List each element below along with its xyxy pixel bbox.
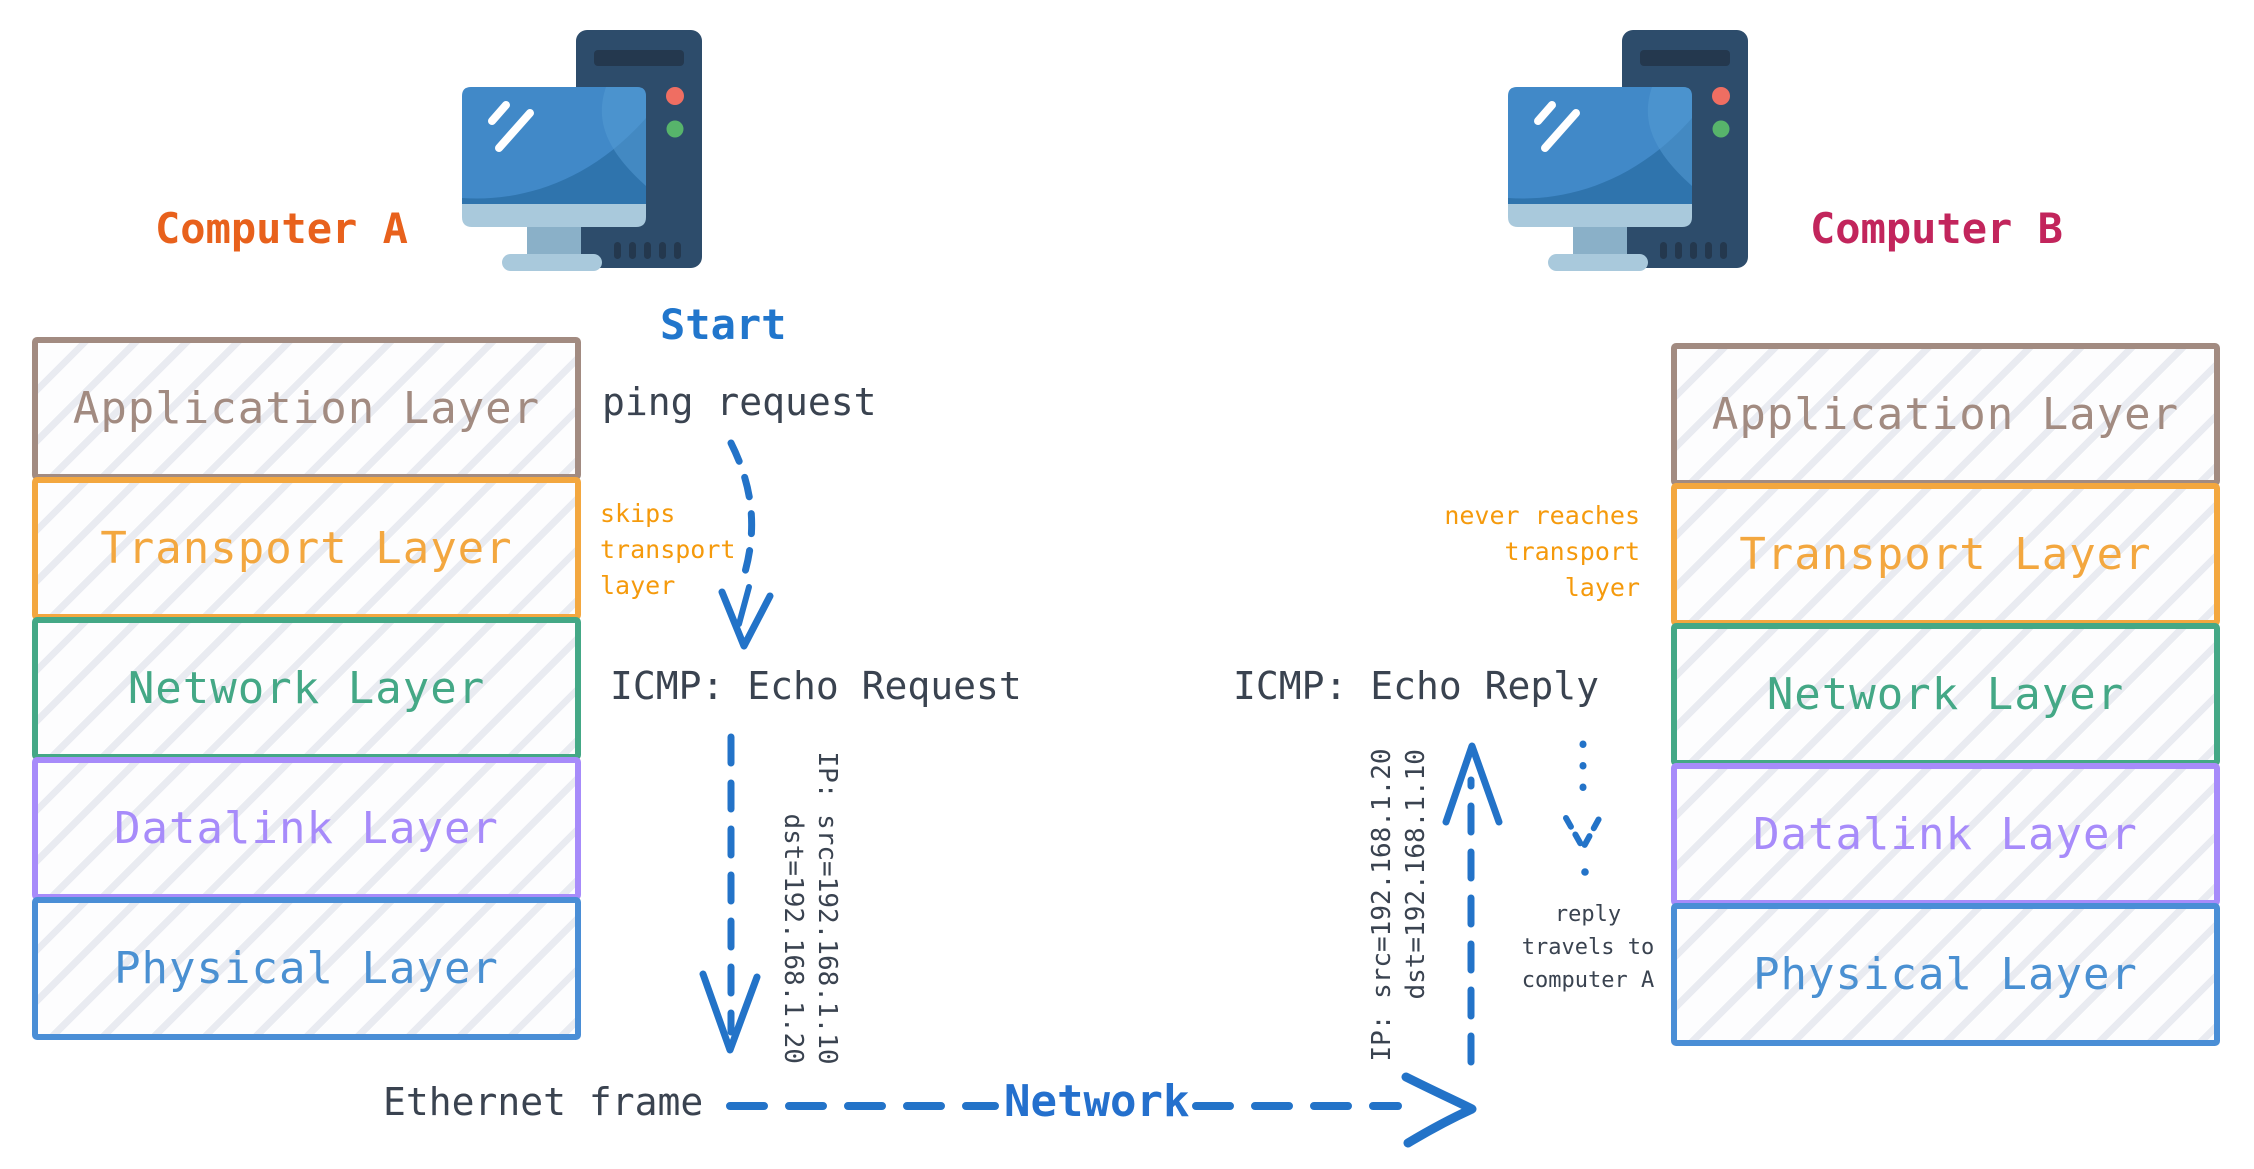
request-down-arrow xyxy=(699,733,761,1054)
osi-stack-computer-a: Application Layer Transport Layer Networ… xyxy=(32,337,581,1040)
layer-physical-a: Physical Layer xyxy=(32,897,581,1040)
note-line: transport xyxy=(1504,537,1640,566)
note-line: transport xyxy=(600,535,736,564)
reply-up-arrow xyxy=(1442,742,1503,1066)
layer-label: Datalink Layer xyxy=(1753,809,2138,860)
ip-line: IP: src=192.168.1.20 xyxy=(1367,748,1397,1062)
never-reaches-note: never reaches transport layer xyxy=(1390,498,1640,606)
computer-b-label: Computer B xyxy=(1810,204,2063,253)
layer-datalink-b: Datalink Layer xyxy=(1671,763,2220,906)
layer-datalink-a: Datalink Layer xyxy=(32,757,581,900)
icmp-echo-request-label: ICMP: Echo Request xyxy=(610,664,1022,708)
skips-transport-note: skips transport layer xyxy=(600,496,735,604)
note-line: skips xyxy=(600,499,676,528)
layer-label: Transport Layer xyxy=(1739,529,2152,580)
layer-label: Application Layer xyxy=(1711,389,2180,440)
network-label: Network xyxy=(1004,1076,1190,1127)
layer-network-a: Network Layer xyxy=(32,617,581,760)
note-line: layer xyxy=(600,571,676,600)
reply-travels-note: reply travels to computer A xyxy=(1500,898,1676,997)
start-label: Start xyxy=(660,300,787,349)
layer-physical-b: Physical Layer xyxy=(1671,903,2220,1046)
note-line: travels to xyxy=(1521,935,1655,960)
ip-reply-annotation: IP: src=192.168.1.20 dst=192.168.1.10 xyxy=(1365,748,1433,1061)
note-line: never reaches xyxy=(1444,501,1640,530)
layer-application-a: Application Layer xyxy=(32,337,581,480)
layer-transport-a: Transport Layer xyxy=(32,477,581,620)
layer-label: Network Layer xyxy=(1766,669,2125,720)
note-line: layer xyxy=(1564,573,1640,602)
reply-dotted-arrow xyxy=(1563,740,1604,876)
layer-label: Application Layer xyxy=(72,383,541,434)
layer-label: Physical Layer xyxy=(114,943,499,994)
note-line: computer A xyxy=(1521,968,1655,993)
ip-line: dst=192.168.1.10 xyxy=(1401,749,1431,1000)
ethernet-frame-label: Ethernet frame xyxy=(383,1080,704,1124)
osi-stack-computer-b: Application Layer Transport Layer Networ… xyxy=(1671,343,2220,1046)
layer-label: Datalink Layer xyxy=(114,803,499,854)
ip-request-annotation: IP: src=192.168.1.10 dst=192.168.1.20 xyxy=(776,751,844,1064)
ping-request-label: ping request xyxy=(602,380,877,424)
icmp-echo-reply-label: ICMP: Echo Reply xyxy=(1233,664,1600,708)
layer-network-b: Network Layer xyxy=(1671,623,2220,766)
ip-line: IP: src=192.168.1.10 xyxy=(812,751,842,1065)
layer-label: Physical Layer xyxy=(1753,949,2138,1000)
layer-application-b: Application Layer xyxy=(1671,343,2220,486)
computer-a-label: Computer A xyxy=(155,204,408,253)
computer-icon xyxy=(458,26,706,274)
ip-line: dst=192.168.1.20 xyxy=(778,813,808,1064)
computer-icon xyxy=(1504,26,1752,274)
note-line: reply xyxy=(1554,902,1622,927)
layer-label: Network Layer xyxy=(127,663,486,714)
layer-label: Transport Layer xyxy=(100,523,513,574)
layer-transport-b: Transport Layer xyxy=(1671,483,2220,626)
